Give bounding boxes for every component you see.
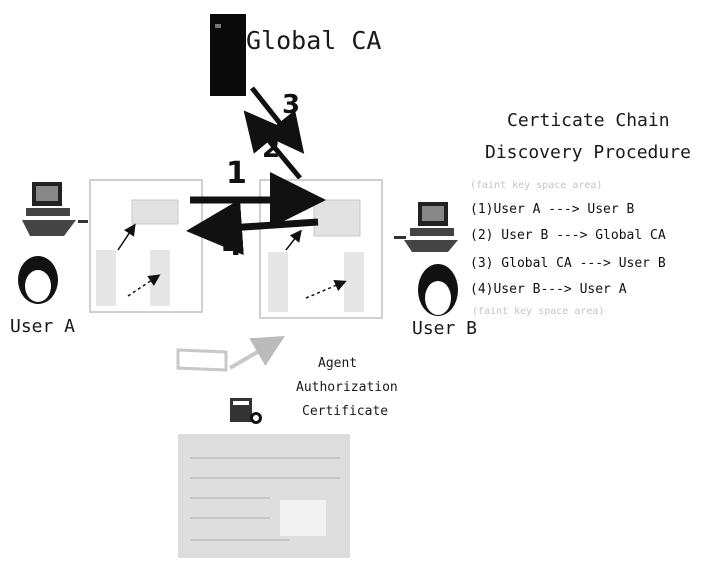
procedure-step-2: (2) User B ---> Global CA [470, 228, 666, 243]
user-a-avatar-icon [18, 256, 58, 304]
agent-cert-line3: Certificate [302, 404, 388, 419]
global-ca-label: Global CA [246, 26, 381, 55]
global-ca-server-icon [210, 14, 246, 96]
procedure-step-1: (1)User A ---> User B [470, 202, 634, 217]
procedure-faint-bottom: (faint key space area) [472, 306, 604, 317]
procedure-step-3: (3) Global CA ---> User B [470, 256, 666, 271]
user-a-system-box [90, 180, 202, 312]
procedure-faint-top: (faint key space area) [470, 180, 602, 191]
user-b-label: User B [412, 318, 477, 339]
agent-cert-line1: Agent [318, 356, 357, 371]
certificate-details-panel [178, 434, 350, 558]
procedure-title-line1: Certicate Chain [507, 110, 670, 131]
agent-cert-line2: Authorization [296, 380, 398, 395]
agent-exchange-arrows [178, 340, 278, 370]
user-b-computer-icon [394, 202, 458, 252]
certificate-document-icon [230, 398, 262, 424]
step-number-1: 1 [226, 156, 247, 191]
arrow-step-4 [200, 222, 318, 230]
procedure-title-line2: Discovery Procedure [485, 142, 691, 163]
step-number-3: 3 [282, 90, 300, 120]
user-a-computer-icon [22, 182, 88, 236]
step-number-2: 2 [262, 134, 280, 164]
user-a-label: User A [10, 316, 75, 337]
user-b-avatar-icon [418, 264, 458, 316]
procedure-step-4: (4)User B---> User A [470, 282, 627, 297]
step-number-4: 4 [222, 228, 243, 263]
